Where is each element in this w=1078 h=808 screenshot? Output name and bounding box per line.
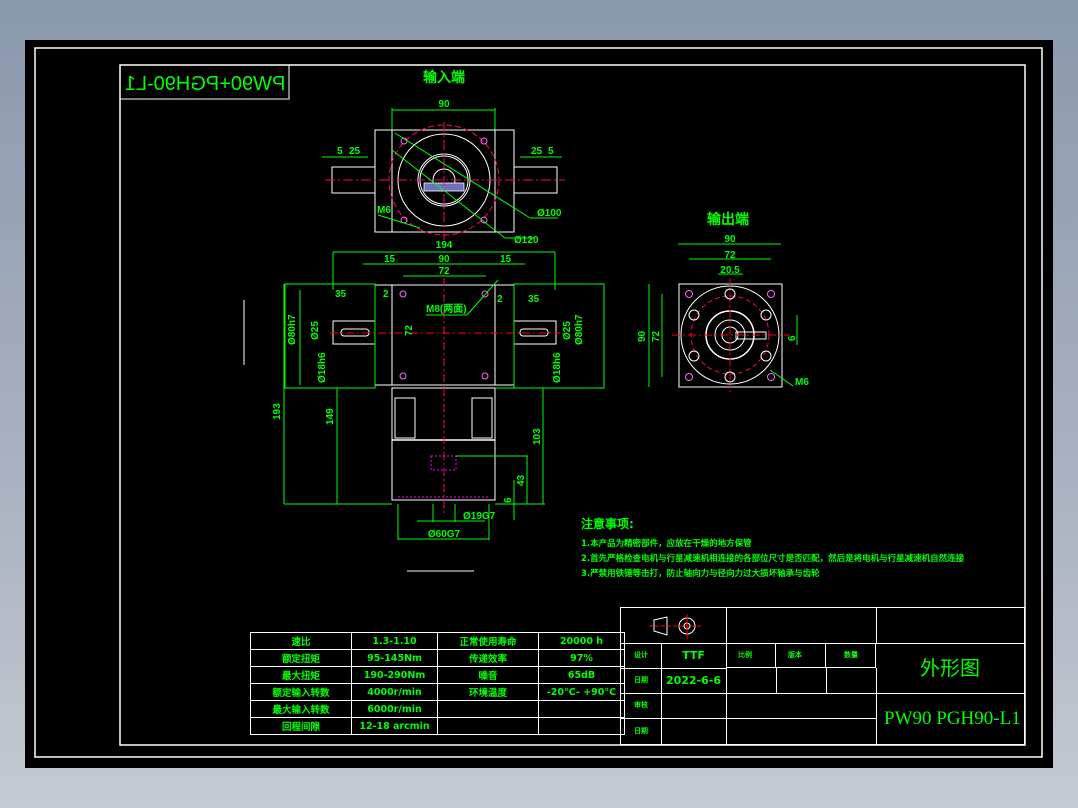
mirrored-title-box: PW90+PGH90-L1: [119, 64, 290, 100]
part-number: PW90 PGH90-L1: [884, 708, 1021, 729]
svg-text:5: 5: [548, 146, 554, 157]
notes-section: 注意事项: 1.本产品为精密部件，应放在干燥的地方保管 2.首先严格检查电机与行…: [581, 515, 964, 582]
svg-text:25: 25: [349, 146, 361, 157]
svg-text:Ø25: Ø25: [310, 321, 321, 340]
svg-text:6: 6: [787, 335, 798, 341]
date2-label: 日期: [621, 718, 662, 744]
qty-label: 数量: [826, 643, 876, 668]
projection-symbol-cell: [621, 608, 727, 644]
version-label: 版本: [776, 643, 826, 668]
svg-text:90: 90: [724, 234, 736, 245]
svg-text:2: 2: [497, 294, 503, 305]
drawing-name: 外形图: [876, 643, 1024, 694]
spec-cell: 速比: [250, 632, 352, 650]
svg-text:72: 72: [651, 330, 662, 342]
svg-text:35: 35: [335, 289, 347, 300]
spec-cell: 额定扭矩: [250, 649, 352, 667]
svg-text:15: 15: [500, 254, 512, 265]
svg-text:Ø120: Ø120: [514, 235, 539, 246]
input-end-title: 输入端: [423, 69, 465, 85]
svg-text:90: 90: [438, 99, 450, 110]
output-end-title: 输出端: [707, 211, 749, 227]
notes-title: 注意事项:: [581, 517, 634, 531]
drawing-sheet[interactable]: PW90+PGH90-L1 输入端 90 Ø100 Ø120: [25, 40, 1053, 768]
spec-cell: 传递效率: [437, 649, 539, 667]
review-label: 审核: [621, 693, 662, 719]
title-block: 设计 TTF 比例 版本 数量 日期 2022-6-6 审核 日期 外形图 PW…: [620, 607, 1025, 745]
svg-text:M6: M6: [795, 377, 809, 388]
svg-text:72: 72: [724, 250, 736, 261]
outer-border: [34, 47, 1043, 758]
scale-label: 比例: [726, 643, 776, 668]
spec-cell: 65dB: [538, 666, 625, 684]
note-item: 1.本产品为精密部件，应放在干燥的地方保管: [581, 539, 752, 549]
spec-cell: 12-18 arcmin: [351, 717, 438, 735]
svg-text:Ø80h7: Ø80h7: [574, 314, 585, 345]
spec-cell: [538, 717, 625, 735]
spec-cell: -20°C- +90°C: [538, 683, 625, 701]
note-item: 3.严禁用铁锤等击打，防止轴向力与径向力过大损坏轴承与齿轮: [581, 569, 820, 579]
svg-text:Ø80h7: Ø80h7: [287, 314, 298, 345]
spec-cell: 190-290Nm: [351, 666, 438, 684]
svg-text:Ø100: Ø100: [537, 208, 562, 219]
svg-text:90: 90: [637, 330, 648, 342]
svg-text:43: 43: [516, 474, 527, 486]
svg-text:35: 35: [528, 294, 540, 305]
spec-cell: 6000r/min: [351, 700, 438, 718]
spec-cell: [538, 700, 625, 718]
design-label: 设计: [621, 643, 662, 669]
svg-text:2: 2: [383, 289, 389, 300]
svg-text:20.5: 20.5: [720, 265, 740, 276]
date-label: 日期: [621, 668, 662, 694]
svg-text:Ø18h6: Ø18h6: [317, 352, 328, 383]
spec-cell: 回程间隙: [250, 717, 352, 735]
spec-cell: 20000 h: [538, 632, 625, 650]
svg-text:193: 193: [272, 403, 283, 420]
svg-text:M8(两面): M8(两面): [426, 303, 467, 315]
designer-value: TTF: [661, 643, 727, 669]
spec-cell: 1.3-1.10: [351, 632, 438, 650]
svg-text:Ø19G7: Ø19G7: [463, 511, 496, 522]
svg-text:6: 6: [503, 497, 514, 503]
svg-text:194: 194: [436, 240, 453, 251]
svg-text:Ø18h6: Ø18h6: [552, 352, 563, 383]
spec-cell: 最大输入转数: [250, 700, 352, 718]
spec-cell: 4000r/min: [351, 683, 438, 701]
svg-text:90: 90: [438, 254, 450, 265]
spec-cell: [437, 700, 539, 718]
projection-symbol-icon: [649, 614, 701, 639]
svg-text:15: 15: [384, 254, 396, 265]
spec-cell: [437, 717, 539, 735]
svg-text:103: 103: [532, 428, 543, 445]
mirrored-title: PW90+PGH90-L1: [125, 73, 286, 95]
svg-text:5: 5: [337, 146, 343, 157]
svg-text:149: 149: [325, 408, 336, 425]
svg-text:25: 25: [531, 146, 543, 157]
svg-text:72: 72: [404, 324, 415, 336]
output-end-view: 输出端 90 72 20.5 90 72 6 M6: [637, 211, 809, 392]
svg-text:M6: M6: [377, 205, 391, 216]
spec-cell: 额定输入转数: [250, 683, 352, 701]
spec-cell: 环境温度: [437, 683, 539, 701]
svg-text:Ø60G7: Ø60G7: [428, 529, 461, 540]
svg-text:72: 72: [438, 266, 450, 277]
spec-cell: 噪音: [437, 666, 539, 684]
spec-cell: 最大扭矩: [250, 666, 352, 684]
input-end-view: 输入端 90 Ø100 Ø120 M6 5: [322, 69, 565, 251]
front-view: 15 90 15 72 35 2 2 35 M8(两面) 72 Ø80h7 Ø2…: [243, 251, 605, 572]
spec-cell: 95-145Nm: [351, 649, 438, 667]
inner-frame: [119, 64, 1026, 746]
spec-cell: 正常使用寿命: [437, 632, 539, 650]
svg-text:Ø25: Ø25: [562, 321, 573, 340]
date-value: 2022-6-6: [661, 668, 727, 694]
note-item: 2.首先严格检查电机与行星减速机相连接的各部位尺寸是否匹配，然后是将电机与行星减…: [581, 554, 965, 564]
spec-cell: 97%: [538, 649, 625, 667]
